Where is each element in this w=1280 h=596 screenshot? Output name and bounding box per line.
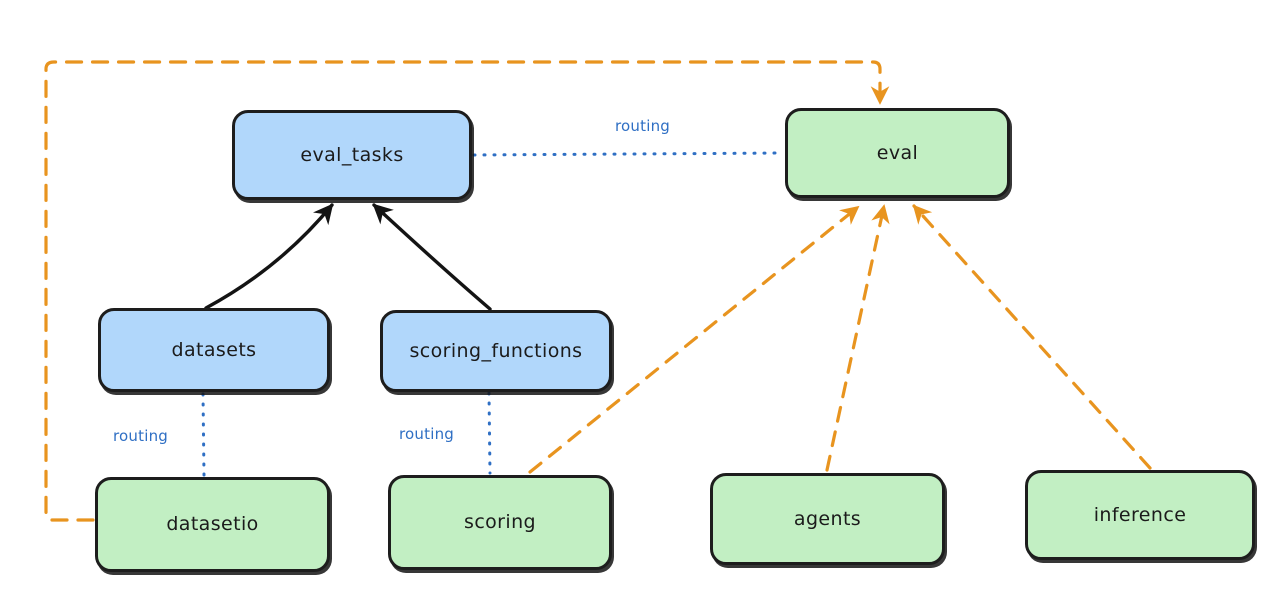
node-agents[interactable]: agents [710,473,945,565]
node-label: eval_tasks [300,143,404,166]
node-datasetio[interactable]: datasetio [95,477,330,572]
edge-inference-eval [912,204,1152,470]
node-label: scoring [464,511,536,534]
edge-datasets-eval_tasks [204,203,334,310]
edge-label-routing-scoring: routing [399,425,454,443]
node-datasets[interactable]: datasets [98,308,330,392]
node-eval[interactable]: eval [785,108,1010,198]
node-label: datasets [171,338,257,361]
edge-agents-eval [825,204,890,472]
node-label: agents [793,507,862,530]
edge-eval_tasks-eval [472,151,785,157]
node-eval-tasks[interactable]: eval_tasks [232,110,472,200]
node-scoring[interactable]: scoring [388,475,612,570]
edge-scoring_functions-scoring [487,391,492,475]
node-inference[interactable]: inference [1025,470,1255,560]
edge-label-routing-eval: routing [615,117,670,135]
node-label: eval [876,141,919,164]
edge-datasets-datasetio [201,392,206,477]
node-label: datasetio [166,513,259,536]
edge-label-routing-datasetio: routing [113,427,168,445]
node-scoring-functions[interactable]: scoring_functions [380,310,612,392]
node-label: scoring_functions [409,339,583,362]
edge-scoring_functions-eval_tasks [372,203,492,311]
node-label: inference [1093,503,1187,526]
